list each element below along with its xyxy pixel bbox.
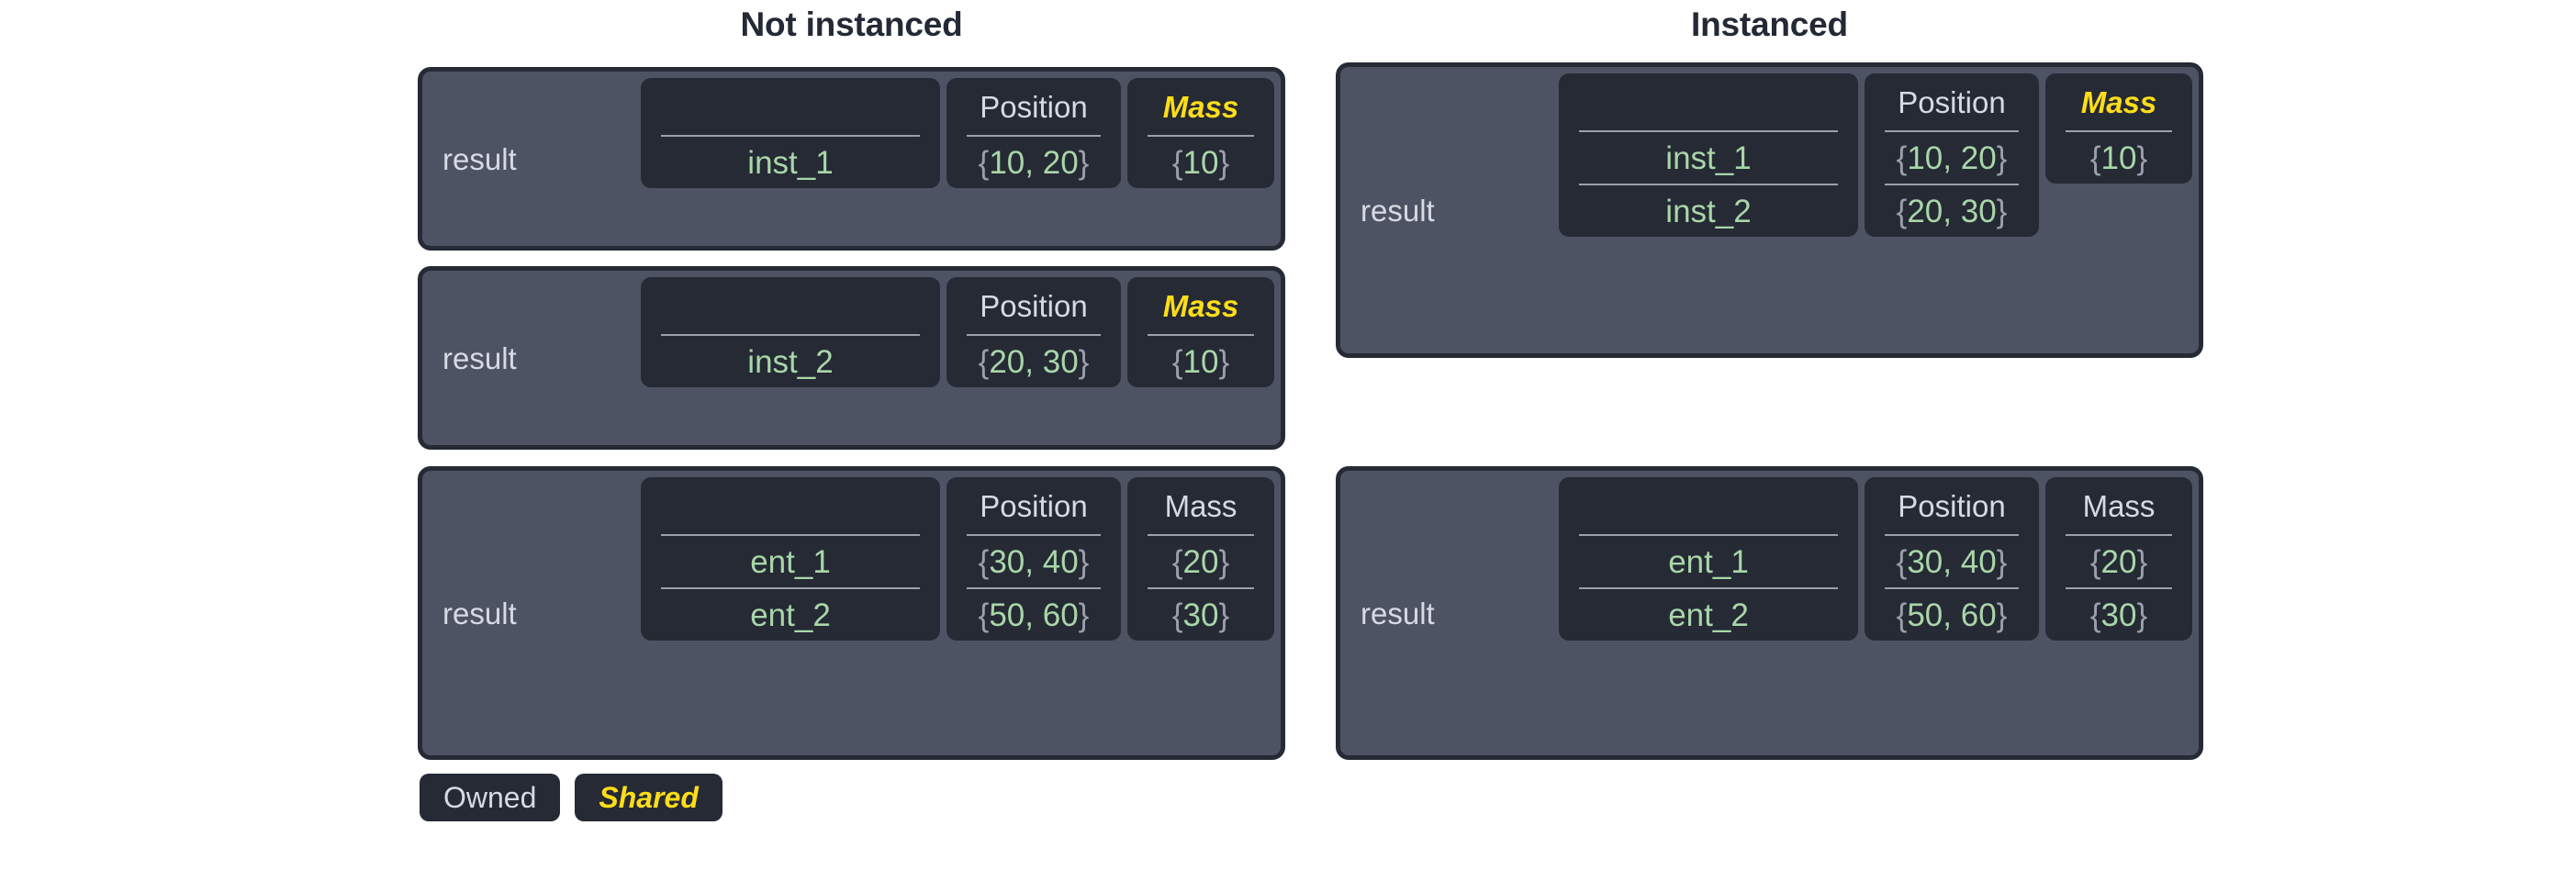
row-separator-rule	[1579, 534, 1838, 536]
legend-chip-owned: Owned	[420, 774, 561, 821]
column-header: Mass	[2082, 488, 2156, 523]
table-column: Position {20, 30}	[946, 277, 1121, 387]
column-header	[657, 78, 924, 135]
row-separator-rule	[1579, 184, 1838, 185]
table-cell: inst_1	[1665, 139, 1752, 176]
table-cell: {10}	[1171, 343, 1230, 380]
table-column: ent_1 ent_2	[1559, 477, 1858, 641]
row-separator-rule	[2066, 130, 2172, 132]
table-column: Position {10, 20} {20, 30}	[1865, 73, 2039, 237]
table-cell: {10, 20}	[1896, 139, 2008, 176]
table-cell: ent_2	[750, 597, 831, 633]
table-cell: {30}	[1171, 597, 1230, 633]
heading-not-instanced: Not instanced	[740, 6, 963, 43]
heading-instanced: Instanced	[1691, 6, 1848, 43]
row-separator-rule	[2066, 534, 2172, 536]
column-header: Position	[980, 89, 1088, 124]
table-owner-label: result	[1361, 193, 1435, 228]
column-header: Position	[1898, 84, 2006, 119]
table-cell: {20, 30}	[978, 343, 1090, 380]
table-cell: {10}	[2089, 139, 2148, 176]
column-header	[1575, 73, 1842, 130]
column-header: Mass	[2080, 84, 2157, 119]
table-owner-label: result	[442, 340, 517, 375]
table-column: Mass {10}	[2045, 73, 2192, 184]
table-column: Mass {20} {30}	[1127, 477, 1274, 641]
row-separator-rule	[1579, 587, 1838, 589]
column-header: Position	[980, 488, 1088, 523]
table-cell: ent_1	[750, 543, 831, 580]
table-column: Position {30, 40} {50, 60}	[1865, 477, 2039, 641]
table-cell: {50, 60}	[978, 597, 1090, 633]
table-cell: {30}	[2089, 597, 2148, 633]
table-cell: {10, 20}	[978, 144, 1090, 181]
result-table: result ent_1 ent_2 Position {30, 40} {50, 60…	[418, 466, 1285, 760]
column-header	[657, 277, 924, 334]
row-separator-rule	[1148, 587, 1254, 589]
table-columns: inst_2 Position {20, 30} Mass {10}	[641, 271, 1281, 445]
row-separator-rule	[967, 534, 1101, 536]
row-separator-rule	[1579, 130, 1838, 132]
table-cell: {50, 60}	[1896, 597, 2008, 633]
column-header: Mass	[1162, 288, 1239, 323]
table-columns: inst_1 inst_2 Position {10, 20} {20, 30} Mass…	[1559, 67, 2199, 353]
result-table: result inst_1 Position {10, 20} Mass {10}	[418, 67, 1285, 251]
table-cell: inst_1	[747, 144, 834, 181]
result-table: result inst_2 Position {20, 30} Mass {10}	[418, 266, 1285, 450]
row-separator-rule	[967, 334, 1101, 336]
table-cell: inst_2	[747, 343, 834, 380]
row-separator-rule	[661, 334, 920, 336]
result-table: result inst_1 inst_2 Position {10, 20} {20, …	[1336, 62, 2203, 358]
table-cell: ent_1	[1668, 543, 1749, 580]
table-cell: ent_2	[1668, 597, 1749, 633]
row-separator-rule	[1148, 135, 1254, 137]
column-header: Position	[1898, 488, 2006, 523]
table-column: inst_2	[641, 277, 940, 387]
legend: Owned Shared	[420, 774, 722, 821]
row-separator-rule	[967, 135, 1101, 137]
row-separator-rule	[661, 135, 920, 137]
row-separator-rule	[1885, 587, 2019, 589]
row-separator-rule	[1148, 534, 1254, 536]
row-separator-rule	[967, 587, 1101, 589]
column-header: Mass	[1164, 488, 1238, 523]
table-column: Mass {20} {30}	[2045, 477, 2192, 641]
table-cell: {10}	[1171, 144, 1230, 181]
row-separator-rule	[1148, 334, 1254, 336]
column-header	[1575, 477, 1842, 534]
table-cell: inst_2	[1665, 193, 1752, 229]
column-header: Mass	[1162, 89, 1239, 124]
row-separator-rule	[1885, 184, 2019, 185]
result-table: result ent_1 ent_2 Position {30, 40} {50, 60…	[1336, 466, 2203, 760]
table-owner-label: result	[442, 141, 517, 176]
table-owner-label: result	[1361, 596, 1435, 630]
table-column: inst_1 inst_2	[1559, 73, 1858, 237]
table-cell: {20}	[2089, 543, 2148, 580]
table-column: Mass {10}	[1127, 78, 1274, 188]
column-header: Position	[980, 288, 1088, 323]
table-column: Position {30, 40} {50, 60}	[946, 477, 1121, 641]
table-column: Mass {10}	[1127, 277, 1274, 387]
table-column: inst_1	[641, 78, 940, 188]
table-cell: {30, 40}	[978, 543, 1090, 580]
row-separator-rule	[1885, 534, 2019, 536]
table-column: ent_1 ent_2	[641, 477, 940, 641]
table-columns: inst_1 Position {10, 20} Mass {10}	[641, 72, 1281, 246]
table-cell: {20, 30}	[1896, 193, 2008, 229]
table-cell: {30, 40}	[1896, 543, 2008, 580]
table-owner-label: result	[442, 596, 517, 630]
table-columns: ent_1 ent_2 Position {30, 40} {50, 60} Mass {2…	[1559, 471, 2199, 755]
legend-chip-shared: Shared	[575, 774, 722, 821]
row-separator-rule	[661, 534, 920, 536]
row-separator-rule	[2066, 587, 2172, 589]
row-separator-rule	[661, 587, 920, 589]
row-separator-rule	[1885, 130, 2019, 132]
table-cell: {20}	[1171, 543, 1230, 580]
column-header	[657, 477, 924, 534]
table-columns: ent_1 ent_2 Position {30, 40} {50, 60} Mass {2…	[641, 471, 1281, 755]
table-column: Position {10, 20}	[946, 78, 1121, 188]
